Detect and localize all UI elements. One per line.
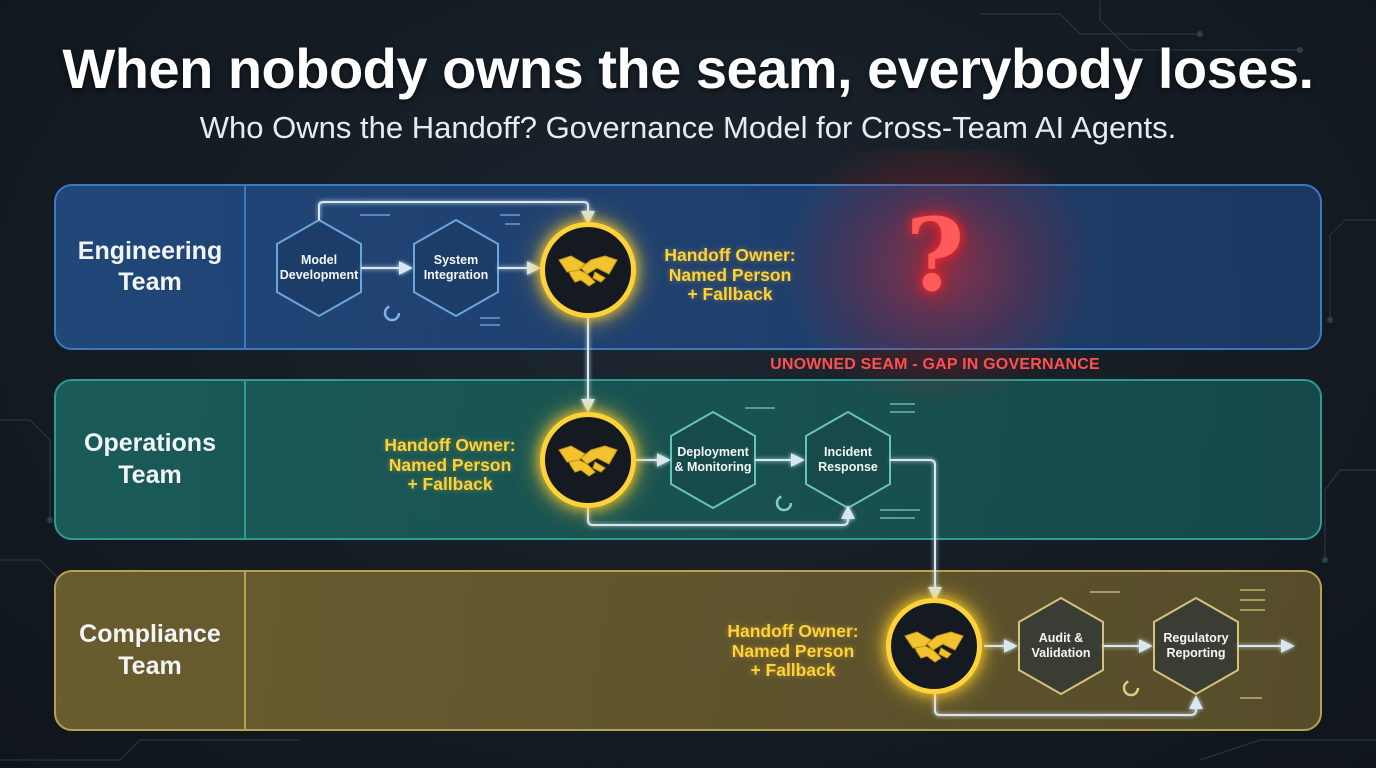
hex-system-integration: [413, 218, 499, 318]
handshake-icon: [558, 445, 618, 477]
step-regulatory-reporting: Regulatory Reporting: [1163, 631, 1229, 660]
handoff-hub-engineering: [540, 222, 636, 318]
handoff-owner-label-compliance: Handoff Owner: Named Person + Fallback: [727, 621, 859, 681]
status-ring: [1122, 679, 1140, 697]
lane-label-operations: Operations Team: [84, 429, 216, 489]
lane-divider: [244, 381, 246, 538]
lane-divider: [244, 186, 246, 348]
handoff-owner-label-operations: Handoff Owner: Named Person + Fallback: [384, 435, 516, 495]
handoff-owner-label-engineering: Handoff Owner: Named Person + Fallback: [664, 245, 796, 305]
handoff-hub-operations: [540, 412, 636, 508]
handshake-icon: [558, 255, 618, 287]
hex-model-development: [276, 218, 362, 318]
gap-label: UNOWNED SEAM - GAP IN GOVERNANCE: [770, 356, 1100, 373]
question-mark-icon: ?: [905, 196, 965, 314]
hex-audit-validation: [1018, 596, 1104, 696]
step-audit-validation: Audit & Validation: [1031, 631, 1091, 660]
status-ring: [775, 494, 793, 512]
hex-regulatory-reporting: [1153, 596, 1239, 696]
page-title: When nobody owns the seam, everybody los…: [62, 37, 1314, 100]
step-model-development: Model Development: [279, 253, 359, 282]
handoff-hub-compliance: [886, 598, 982, 694]
lane-label-compliance: Compliance Team: [79, 620, 221, 680]
lane-divider: [244, 572, 246, 729]
lane-compliance: Compliance Team: [54, 570, 1322, 731]
hex-deployment-monitoring: [670, 410, 756, 510]
lane-label-engineering: Engineering Team: [77, 236, 223, 296]
handshake-icon: [904, 631, 964, 663]
lane-engineering: Engineering Team: [54, 184, 1322, 350]
status-ring: [383, 304, 401, 322]
gap-glow: [780, 150, 1100, 410]
step-deployment-monitoring: Deployment & Monitoring: [674, 445, 752, 474]
step-incident-response: Incident Response: [818, 445, 878, 474]
step-system-integration: System Integration: [423, 253, 489, 282]
page-subtitle: Who Owns the Handoff? Governance Model f…: [199, 110, 1177, 145]
